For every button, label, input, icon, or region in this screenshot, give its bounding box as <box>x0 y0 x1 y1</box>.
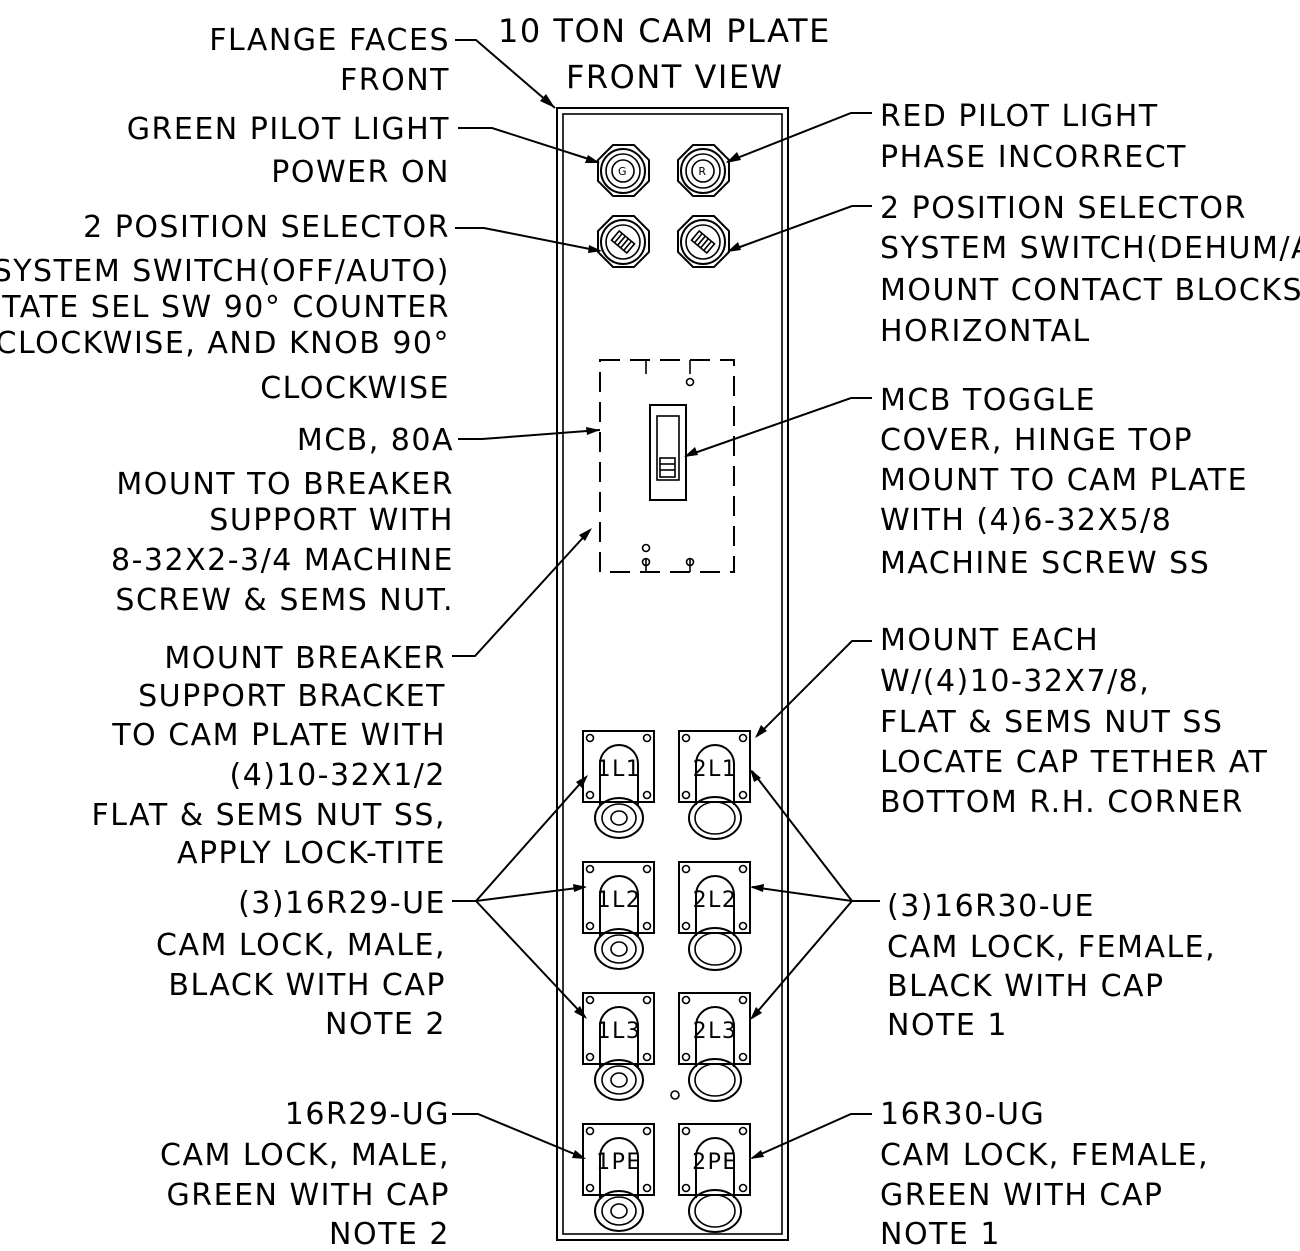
selector-switch-left <box>597 215 650 268</box>
callout-mcb-line-3: SUPPORT WITH <box>209 503 454 538</box>
callout-female-black-line-1: (3)16R30-UE <box>887 889 1095 924</box>
connector-2PE-label: 2PE <box>692 1150 738 1175</box>
plate-flange-inner <box>562 113 783 1235</box>
callout-breaker-support-line-2: SUPPORT BRACKET <box>138 679 446 714</box>
callout-mcb-toggle-line-3: MOUNT TO CAM PLATE <box>880 463 1248 498</box>
callout-mount-each-line-5: BOTTOM R.H. CORNER <box>880 785 1244 820</box>
callout-selector-left: 2 POSITION SELECTOR SYSTEM SWITCH(OFF/AU… <box>0 210 450 406</box>
breaker-support-dashed <box>599 359 735 573</box>
callout-flange: FLANGE FACES FRONT <box>209 23 450 98</box>
callout-mount-each-line-1: MOUNT EACH <box>880 623 1099 658</box>
callout-breaker-support-line-4: (4)10-32X1/2 <box>229 758 446 793</box>
callout-mount-each-line-2: W/(4)10-32X7/8, <box>880 664 1150 699</box>
connector-2L1: 2L1 <box>678 730 751 840</box>
connector-1L1: 1L1 <box>582 730 655 839</box>
callout-mcb-line-2: MOUNT TO BREAKER <box>116 467 454 502</box>
callout-female-black: (3)16R30-UE CAM LOCK, FEMALE, BLACK WITH… <box>887 889 1216 1043</box>
callout-breaker-support-line-5: FLAT & SEMS NUT SS, <box>92 798 447 833</box>
callout-female-black-line-2: CAM LOCK, FEMALE, <box>887 930 1216 965</box>
callout-female-green: 16R30-UG CAM LOCK, FEMALE, GREEN WITH CA… <box>880 1097 1209 1251</box>
leader-lines <box>452 39 880 1159</box>
callout-selector-left-line-3: ROTATE SEL SW 90° COUNTER <box>0 290 450 325</box>
callout-mcb-line-4: 8-32X2-3/4 MACHINE <box>111 543 454 578</box>
connector-1L2: 1L2 <box>582 861 655 970</box>
callout-mcb: MCB, 80A MOUNT TO BREAKER SUPPORT WITH 8… <box>111 423 454 618</box>
callout-mount-each-line-4: LOCATE CAP TETHER AT <box>880 745 1268 780</box>
callout-selector-right-line-1: 2 POSITION SELECTOR <box>880 191 1247 226</box>
callout-male-black-line-4: NOTE 2 <box>325 1007 446 1042</box>
callout-mcb-toggle-line-1: MCB TOGGLE <box>880 383 1096 418</box>
green-pilot-light: G <box>597 144 650 197</box>
callout-male-black-line-1: (3)16R29-UE <box>238 886 446 921</box>
callout-red-light-line-2: PHASE INCORRECT <box>880 140 1187 175</box>
callout-female-green-line-2: CAM LOCK, FEMALE, <box>880 1138 1209 1173</box>
plate-outline <box>556 107 789 1241</box>
connector-2L3-label: 2L3 <box>693 1019 738 1044</box>
callout-green-light-line-2: POWER ON <box>271 155 450 190</box>
title-line-1: 10 TON CAM PLATE <box>498 12 831 50</box>
callout-selector-left-line-2: SYSTEM SWITCH(OFF/AUTO) <box>0 254 450 289</box>
callout-male-green: 16R29-UG CAM LOCK, MALE, GREEN WITH CAP … <box>160 1097 450 1251</box>
callout-female-green-line-1: 16R30-UG <box>880 1097 1045 1132</box>
callout-female-black-line-4: NOTE 1 <box>887 1008 1008 1043</box>
callout-male-black: (3)16R29-UE CAM LOCK, MALE, BLACK WITH C… <box>156 886 446 1042</box>
green-light-letter: G <box>618 165 628 178</box>
callout-red-light: RED PILOT LIGHT PHASE INCORRECT <box>880 99 1187 175</box>
callout-green-light-line-1: GREEN PILOT LIGHT <box>127 112 450 147</box>
connector-1PE: 1PE <box>582 1123 655 1232</box>
callout-red-light-line-1: RED PILOT LIGHT <box>880 99 1159 134</box>
selector-switch-right <box>677 215 730 268</box>
callout-mcb-line-5: SCREW & SEMS NUT. <box>115 583 454 618</box>
callout-mcb-toggle-line-5: MACHINE SCREW SS <box>880 546 1210 581</box>
callout-mount-each-line-3: FLAT & SEMS NUT SS <box>880 705 1223 740</box>
connector-1L2-label: 1L2 <box>597 888 642 913</box>
connector-1L3: 1L3 <box>582 992 655 1101</box>
callout-selector-left-line-1: 2 POSITION SELECTOR <box>83 210 450 245</box>
callout-breaker-support-line-3: TO CAM PLATE WITH <box>111 718 446 753</box>
red-light-letter: R <box>698 165 707 178</box>
callout-green-light: GREEN PILOT LIGHT POWER ON <box>127 112 450 190</box>
callout-male-black-line-3: BLACK WITH CAP <box>168 968 446 1003</box>
connector-2PE: 2PE <box>678 1123 751 1233</box>
callout-selector-right: 2 POSITION SELECTOR SYSTEM SWITCH(DEHUM/… <box>880 191 1300 349</box>
connector-1PE-label: 1PE <box>596 1150 642 1175</box>
callout-mount-each: MOUNT EACH W/(4)10-32X7/8, FLAT & SEMS N… <box>880 623 1268 820</box>
callout-selector-right-line-4: HORIZONTAL <box>880 314 1091 349</box>
connector-1L3-label: 1L3 <box>597 1019 642 1044</box>
callout-female-green-line-3: GREEN WITH CAP <box>880 1178 1163 1213</box>
callout-male-green-line-3: GREEN WITH CAP <box>167 1178 450 1213</box>
callout-breaker-support-line-6: APPLY LOCK-TITE <box>177 836 446 871</box>
connector-2L2: 2L2 <box>678 861 751 971</box>
callout-male-green-line-1: 16R29-UG <box>285 1097 450 1132</box>
connector-2L3: 2L3 <box>678 992 751 1102</box>
callout-selector-left-line-4: CLOCKWISE, AND KNOB 90° <box>0 326 450 361</box>
callout-male-black-line-2: CAM LOCK, MALE, <box>156 928 446 963</box>
callout-male-green-line-2: CAM LOCK, MALE, <box>160 1138 450 1173</box>
title-line-2: FRONT VIEW <box>566 58 784 96</box>
callout-mcb-toggle-line-2: COVER, HINGE TOP <box>880 423 1193 458</box>
callout-selector-right-line-2: SYSTEM SWITCH(DEHUM/AUTO) <box>880 231 1300 266</box>
callout-mcb-line-1: MCB, 80A <box>297 423 454 458</box>
connector-1L1-label: 1L1 <box>597 757 642 782</box>
callout-selector-left-line-5: CLOCKWISE <box>260 371 450 406</box>
callout-mcb-toggle-line-4: WITH (4)6-32X5/8 <box>880 503 1172 538</box>
callout-female-black-line-3: BLACK WITH CAP <box>887 969 1165 1004</box>
callout-female-green-line-4: NOTE 1 <box>880 1217 1001 1251</box>
callout-selector-right-line-3: MOUNT CONTACT BLOCKS <box>880 273 1300 308</box>
callout-flange-line-2: FRONT <box>340 63 450 98</box>
callout-flange-line-1: FLANGE FACES <box>209 23 450 58</box>
callout-breaker-support: MOUNT BREAKER SUPPORT BRACKET TO CAM PLA… <box>92 641 447 871</box>
connector-2L2-label: 2L2 <box>693 888 738 913</box>
connector-2L1-label: 2L1 <box>693 757 738 782</box>
callout-mcb-toggle: MCB TOGGLE COVER, HINGE TOP MOUNT TO CAM… <box>880 383 1248 581</box>
callout-breaker-support-line-1: MOUNT BREAKER <box>164 641 446 676</box>
plate-hole <box>670 1090 680 1100</box>
callout-male-green-line-4: NOTE 2 <box>329 1217 450 1251</box>
mcb-toggle-cover <box>649 404 687 501</box>
red-pilot-light: R <box>677 144 730 197</box>
